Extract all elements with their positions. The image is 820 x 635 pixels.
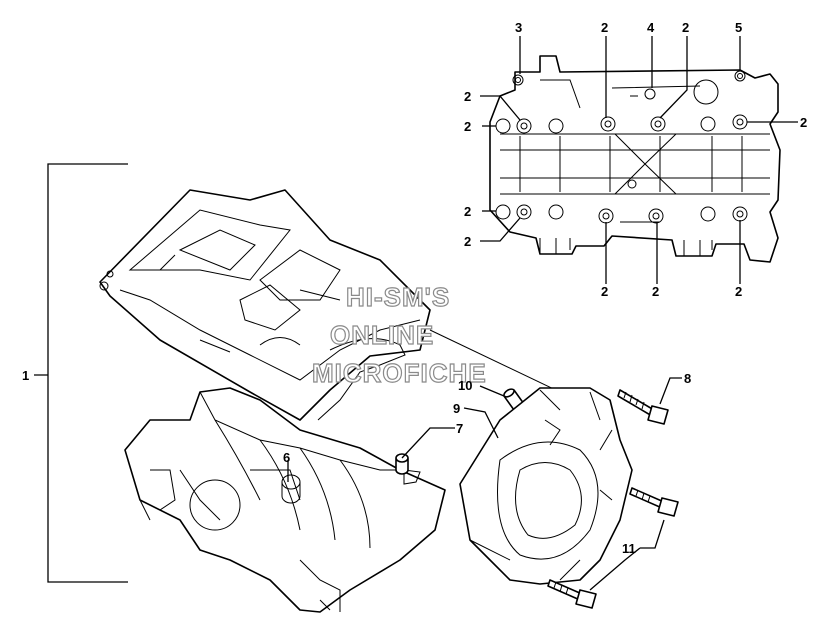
- callout-2-left-d: 2: [464, 234, 471, 249]
- bearing-housing: [459, 387, 633, 585]
- callout-9: 9: [453, 401, 460, 416]
- watermark: HI-SM'S ONLINE MICROFICHE: [311, 281, 487, 388]
- callout-2-left-b: 2: [464, 119, 471, 134]
- callout-2-left-c: 2: [464, 204, 471, 219]
- upper-crankcase-top-view: [489, 55, 781, 263]
- callout-7: 7: [456, 421, 463, 436]
- callout-1: 1: [22, 368, 29, 383]
- callout-4: 4: [647, 20, 655, 35]
- callout-8: 8: [684, 371, 691, 386]
- callout-2-top-b: 2: [682, 20, 689, 35]
- callout-2-bottom-b: 2: [652, 284, 659, 299]
- dowel-pin: [395, 453, 409, 475]
- callout-6: 6: [283, 450, 290, 465]
- callout-2-right: 2: [800, 115, 807, 130]
- upper-crankcase-half: [99, 189, 431, 421]
- callout-2-top-a: 2: [601, 20, 608, 35]
- watermark-line-3: MICROFICHE: [312, 358, 487, 388]
- watermark-line-1: HI-SM'S: [346, 282, 450, 312]
- bolt-8: [617, 389, 669, 425]
- callout-2-bottom-a: 2: [601, 284, 608, 299]
- lower-crankcase-half: [124, 387, 446, 613]
- callout-2-bottom-c: 2: [735, 284, 742, 299]
- callout-2-left-a: 2: [464, 89, 471, 104]
- callout-11: 11: [622, 541, 636, 556]
- callout-numbers: 1 3 2 4 2 5 2 2 2 2 2 2 2 2 6 7 8 9 10 1…: [22, 20, 807, 556]
- callout-10: 10: [458, 378, 472, 393]
- callout-5: 5: [735, 20, 742, 35]
- leader-lines: [34, 36, 798, 591]
- bolt-11-lower: [547, 579, 597, 609]
- bolt-11-upper: [629, 487, 679, 517]
- watermark-line-2: ONLINE: [330, 320, 434, 350]
- callout-3: 3: [515, 20, 522, 35]
